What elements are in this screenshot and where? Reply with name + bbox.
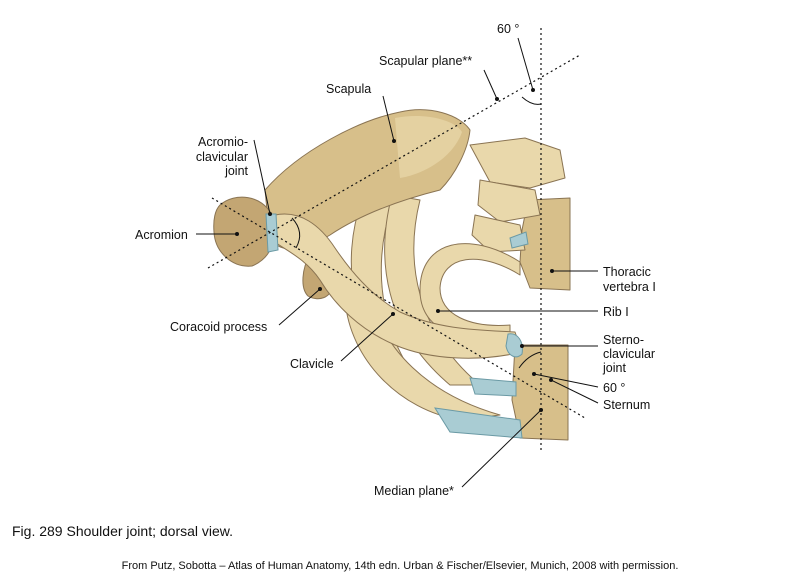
dot-rib <box>436 309 440 313</box>
leader-acromioclavicular <box>253 139 271 215</box>
label-sternum: Sternum <box>603 398 650 412</box>
label-median-plane: Median plane* <box>374 484 454 498</box>
dot-angle-bottom <box>532 372 536 376</box>
label-angle-top: 60 ° <box>497 22 519 36</box>
dot-median-plane <box>539 408 543 412</box>
leader-median-plane <box>461 409 542 488</box>
label-rib: Rib I <box>603 305 629 319</box>
label-sternoclavicular-1: Sterno- <box>603 333 644 347</box>
vertebra-process <box>477 179 541 223</box>
dot-scapula <box>392 139 396 143</box>
label-sternoclavicular-2: clavicular <box>603 347 655 361</box>
angle-arc-top <box>521 96 542 105</box>
leader-scapular-plane <box>483 69 498 100</box>
costal-cartilage-2 <box>469 377 517 397</box>
dot-sternum <box>549 378 553 382</box>
label-scapula: Scapula <box>326 82 371 96</box>
vertebral-cartilage <box>509 231 529 249</box>
label-acromioclavicular-2: clavicular <box>196 150 248 164</box>
label-thoracic-2: vertebra I <box>603 280 656 294</box>
thoracic-vertebra-bone <box>519 197 571 291</box>
labels: 60 ° Scapular plane** Scapula Acromio- c… <box>135 22 656 498</box>
leader-clavicle <box>340 313 394 362</box>
acromioclavicular-cartilage <box>265 213 279 253</box>
dot-acromion <box>235 232 239 236</box>
costal-cartilage <box>434 407 523 439</box>
dot-thoracic <box>550 269 554 273</box>
acromion-bone <box>213 196 276 267</box>
sternoclavicular-cartilage <box>505 333 523 358</box>
anatomy-artwork <box>213 109 571 441</box>
source-credit: From Putz, Sobotta – Atlas of Human Anat… <box>121 560 679 572</box>
label-acromioclavicular-1: Acromio- <box>198 135 248 149</box>
label-acromioclavicular-3: joint <box>224 164 248 178</box>
leader-lines <box>196 37 599 488</box>
leader-scapula <box>382 95 395 142</box>
leader-coracoid <box>278 288 321 326</box>
figure-caption: Fig. 289 Shoulder joint; dorsal view. <box>12 523 234 539</box>
scapula-highlight <box>395 115 462 178</box>
dot-scapular-plane <box>495 97 499 101</box>
label-acromion: Acromion <box>135 228 188 242</box>
dot-acromioclavicular <box>268 212 272 216</box>
dot-sternoclavicular <box>520 344 524 348</box>
leader-angle-bottom <box>533 373 599 388</box>
angle-arc-bottom <box>518 351 542 369</box>
leader-sternum <box>550 379 599 404</box>
dot-clavicle <box>391 312 395 316</box>
label-angle-bottom: 60 ° <box>603 381 625 395</box>
label-scapular-plane: Scapular plane** <box>379 54 472 68</box>
reference-planes <box>207 28 586 450</box>
clavicle-axis-line <box>211 197 586 419</box>
dot-coracoid <box>318 287 322 291</box>
acromio-arc <box>291 217 301 249</box>
label-clavicle: Clavicle <box>290 357 334 371</box>
leader-angle-top <box>517 37 534 91</box>
scapular-plane-line <box>207 54 581 269</box>
label-coracoid: Coracoid process <box>170 320 267 334</box>
dot-angle-top <box>531 88 535 92</box>
label-sternoclavicular-3: joint <box>602 361 626 375</box>
label-thoracic-1: Thoracic <box>603 265 651 279</box>
